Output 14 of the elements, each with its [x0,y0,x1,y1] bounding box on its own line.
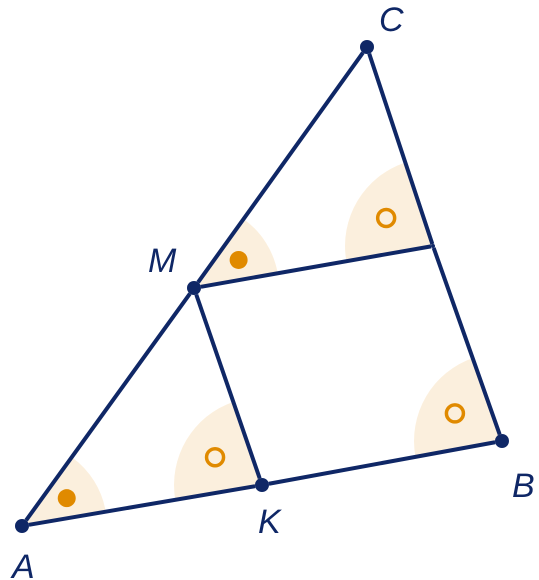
point-label: A [12,550,35,580]
line-segment [194,294,262,480]
line-segment [432,247,502,436]
point-label: K [258,505,281,539]
line-segment [367,53,434,245]
line-segment [200,244,432,289]
point-label: M [148,244,176,278]
line-segment [268,440,496,486]
line-segment [196,52,365,284]
point-label: C [379,3,404,37]
junction-point [431,244,435,248]
line-segment [24,292,192,522]
point-label: B [512,469,535,503]
line-segment [28,484,256,527]
